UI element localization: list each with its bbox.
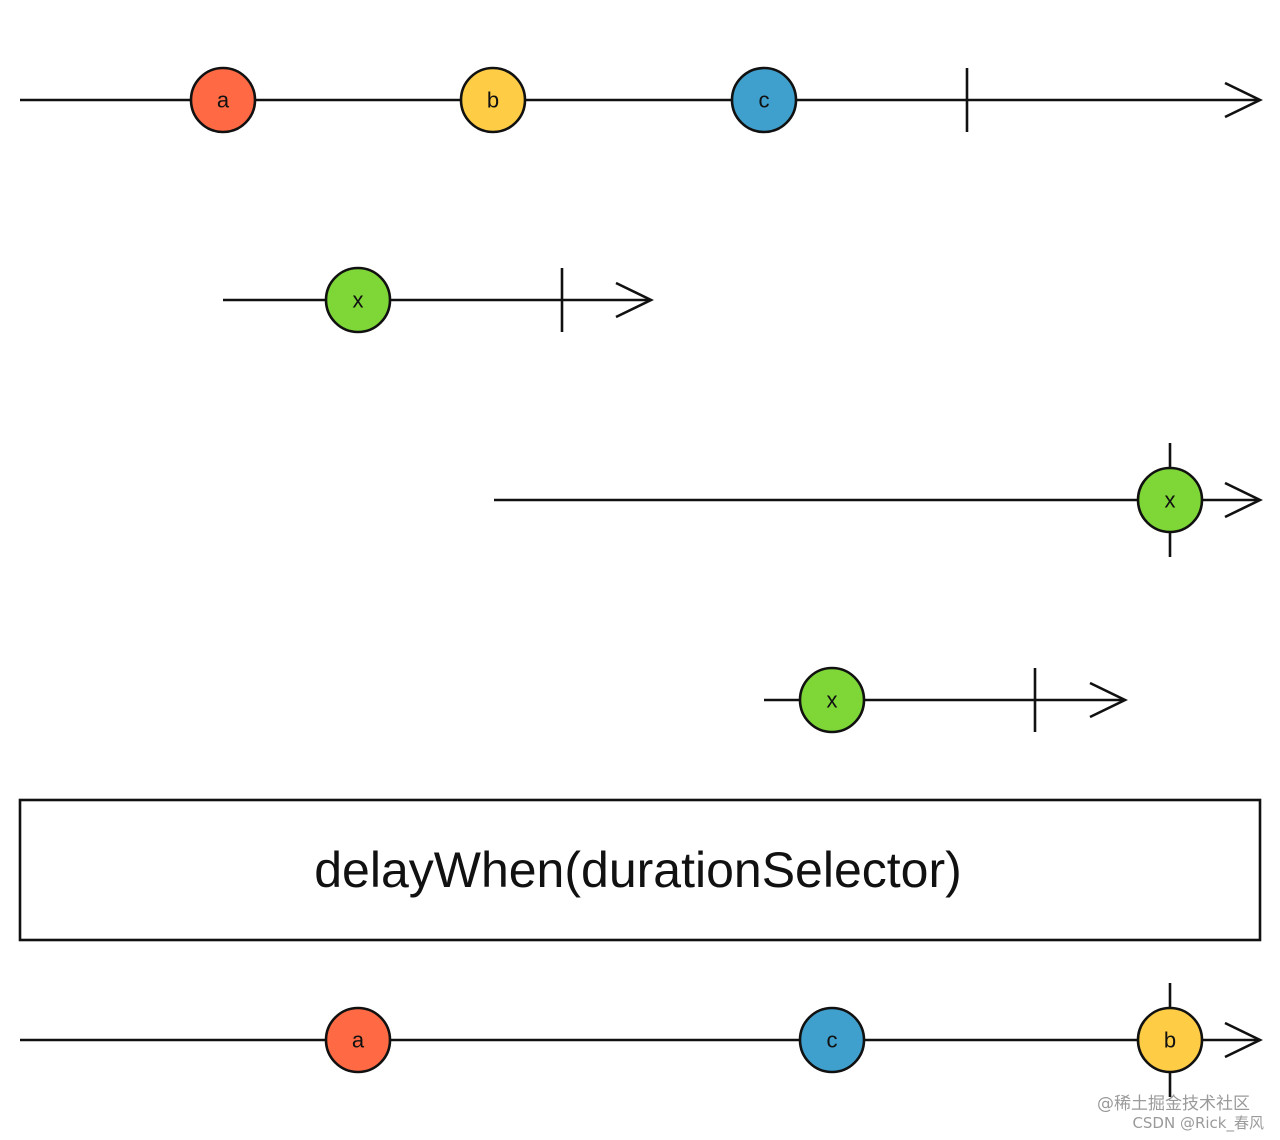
marble-x-circle: [798, 666, 866, 734]
duration-c-arrowhead: [1089, 681, 1128, 719]
operator-box-rect: [18, 798, 1262, 942]
marble-c-circle: [730, 66, 798, 134]
watermark-csdn: CSDN @Rick_春风: [1132, 1114, 1264, 1132]
marble-x: x: [798, 666, 866, 734]
marble-a: a: [189, 66, 257, 134]
operator-box: delayWhen(durationSelector): [18, 798, 1262, 942]
duration-b-timeline: x: [494, 443, 1263, 557]
marble-a-circle: [189, 66, 257, 134]
marble-x: x: [1136, 466, 1204, 534]
source-timeline: a b c: [20, 66, 1263, 134]
duration-b-arrowhead: [1224, 481, 1263, 519]
marble-a-label: a: [217, 88, 230, 113]
marble-x-label: x: [827, 688, 838, 713]
output-timeline-arrowhead: [1224, 1021, 1263, 1059]
marble-b: b: [1136, 1006, 1204, 1074]
marble-b-circle: [459, 66, 527, 134]
marble-c-label: c: [827, 1028, 838, 1053]
marble-x-circle: [1136, 466, 1204, 534]
marble-a: a: [324, 1006, 392, 1074]
marble-x-label: x: [1165, 488, 1176, 513]
marble-x-circle: [324, 266, 392, 334]
marble-c-circle: [798, 1006, 866, 1074]
source-timeline-arrowhead: [1224, 81, 1263, 119]
marble-a-circle: [324, 1006, 392, 1074]
operator-label: delayWhen(durationSelector): [314, 842, 962, 898]
marble-a-label: a: [352, 1028, 365, 1053]
marble-c-label: c: [759, 88, 770, 113]
marble-c: c: [730, 66, 798, 134]
duration-c-timeline: x: [764, 666, 1128, 734]
marble-c: c: [798, 1006, 866, 1074]
marble-b-label: b: [487, 88, 499, 113]
marble-x: x: [324, 266, 392, 334]
marble-b-circle: [1136, 1006, 1204, 1074]
marble-x-label: x: [353, 288, 364, 313]
watermark-juejin: @稀土掘金技术社区: [1097, 1094, 1250, 1114]
output-timeline: a c b: [20, 983, 1263, 1097]
marble-b-label: b: [1164, 1028, 1176, 1053]
duration-a-arrowhead: [615, 281, 654, 319]
duration-a-timeline: x: [223, 266, 654, 334]
marble-b: b: [459, 66, 527, 134]
